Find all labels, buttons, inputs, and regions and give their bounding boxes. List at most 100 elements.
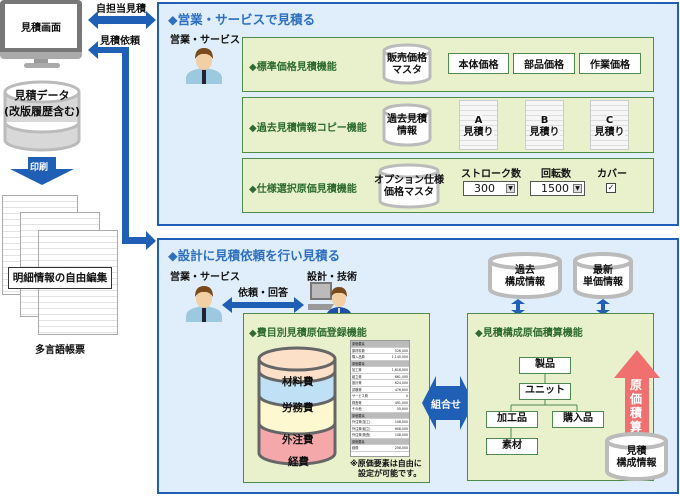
cover-label: カバー xyxy=(597,169,627,180)
node-purchased-part: 購入品 xyxy=(552,411,604,428)
cost-layer-expenses: 経費 xyxy=(288,456,309,468)
own-estimate-label: 自担当見積 xyxy=(96,4,146,15)
doc-letter: B xyxy=(540,115,549,126)
spec-select-label: ◆仕様選択原価見積機能 xyxy=(249,184,357,195)
db-label: マスタ xyxy=(392,65,422,77)
db-label: 見積 xyxy=(626,446,647,458)
sales-panel-title: ◆営業・サービスで見積る xyxy=(168,12,316,27)
past-structure-link-arrow xyxy=(511,299,525,315)
db-label: 構成情報 xyxy=(616,458,657,470)
db-label: 最新 xyxy=(593,265,613,277)
node-processed-part: 加工品 xyxy=(486,411,538,428)
rotation-value: 1500 xyxy=(541,182,569,195)
latest-unit-price-db: 最新単価情報 xyxy=(573,252,633,300)
doc-label: 見積り xyxy=(463,127,494,138)
combine-label: 組合せ xyxy=(431,400,461,411)
latest-price-link-arrow xyxy=(596,299,610,315)
sheet-row: 外注費(加工)108,000 xyxy=(351,420,409,426)
past-estimate-copy-row xyxy=(242,97,654,153)
structure-cost-title: ◆見積構成原価積算機能 xyxy=(475,328,583,339)
free-edit-label: 明細情報の自由編集 xyxy=(8,267,112,289)
rotation-select[interactable]: 1500 ▼ xyxy=(530,181,585,196)
cost-rollup-arrow xyxy=(614,350,660,436)
sales-person-icon xyxy=(186,286,222,322)
cost-registration-title: ◆費目別見積原価登録機能 xyxy=(249,328,367,339)
combine-arrow xyxy=(422,376,474,430)
node-unit: ユニット xyxy=(519,383,571,400)
dropdown-icon: ▼ xyxy=(573,184,582,193)
cost-note-line2: 設定が可能です。 xyxy=(358,469,422,478)
sheet-section-header: 原価要素 xyxy=(351,341,409,348)
db-label: 過去 xyxy=(515,265,535,277)
node-product: 製品 xyxy=(519,357,571,374)
multilingual-label: 多言語帳票 xyxy=(35,345,85,356)
sheet-section-header: 原価要素 xyxy=(351,360,409,367)
estimate-structure-db: 見積構成情報 xyxy=(605,432,668,482)
sales-actor-label: 営業・サービス xyxy=(170,272,240,283)
cost-layer-outsourcing: 外注費 xyxy=(282,434,314,446)
sales-price-master-db: 販売価格マスタ xyxy=(382,43,432,85)
past-structure-db: 過去構成情報 xyxy=(488,252,562,300)
node-material: 素材 xyxy=(486,438,538,455)
cost-cylinder xyxy=(257,346,337,466)
db-label: 価格マスタ xyxy=(384,187,434,199)
own-estimate-arrow xyxy=(88,11,156,29)
work-price-button[interactable]: 作業価格 xyxy=(579,53,641,74)
option-price-master-db: オプション仕様価格マスタ xyxy=(374,163,444,209)
db-label: 見積データ xyxy=(14,89,70,102)
doc-letter: A xyxy=(474,115,483,126)
cost-rollup-label: 原価積算 xyxy=(630,378,643,434)
cost-note-line1: ※原価要素は自由に xyxy=(350,459,422,468)
db-label: 情報 xyxy=(397,126,417,138)
sheet-row: 外注費(検査)108,000 xyxy=(351,433,409,439)
db-label: (改版履歴含む) xyxy=(3,105,81,118)
estimate-data-db: 見積データ (改版履歴含む) xyxy=(3,80,81,152)
db-label: 過去見積 xyxy=(387,114,427,126)
parts-price-button[interactable]: 部品価格 xyxy=(513,53,575,74)
print-arrow xyxy=(10,157,74,185)
db-label: 構成情報 xyxy=(505,277,545,289)
exchange-arrow xyxy=(222,297,304,313)
doc-label: 見積り xyxy=(529,127,560,138)
body-price-button[interactable]: 本体価格 xyxy=(448,53,509,74)
db-label: オプション仕様 xyxy=(374,175,444,187)
db-label: 販売価格 xyxy=(387,53,427,65)
estimate-request-arrow xyxy=(88,41,156,250)
print-label: 印刷 xyxy=(30,163,49,173)
doc-letter: C xyxy=(605,115,614,126)
sheet-row: 外注費(組立)608,000 xyxy=(351,426,409,432)
cover-checkbox[interactable]: ✓ xyxy=(606,183,616,193)
cost-layer-material: 材料費 xyxy=(282,376,314,388)
design-actor-label: 設計・技術 xyxy=(307,272,357,283)
exchange-label: 依頼・回答 xyxy=(238,288,288,299)
db-label: 単価情報 xyxy=(583,277,623,289)
stroke-select[interactable]: 300▼ xyxy=(463,181,518,196)
doc-label: 見積り xyxy=(594,127,625,138)
stroke-value: 300 xyxy=(474,182,495,195)
stroke-label: ストローク数 xyxy=(461,169,521,180)
spec-select-row xyxy=(242,158,654,213)
tree-connectors xyxy=(510,373,578,438)
sales-person-icon xyxy=(186,48,222,84)
past-estimate-db: 過去見積情報 xyxy=(382,103,432,147)
sheet-section-header: 原価要素 xyxy=(351,438,409,445)
engineer-at-computer-icon xyxy=(308,282,352,318)
cost-layer-labor: 労務費 xyxy=(282,402,314,414)
design-panel-title: ◆設計に見積依頼を行い見積る xyxy=(168,248,341,263)
estimate-request-label: 見積依頼 xyxy=(100,36,140,47)
standard-price-label: ◆標準価格見積機能 xyxy=(249,62,337,73)
